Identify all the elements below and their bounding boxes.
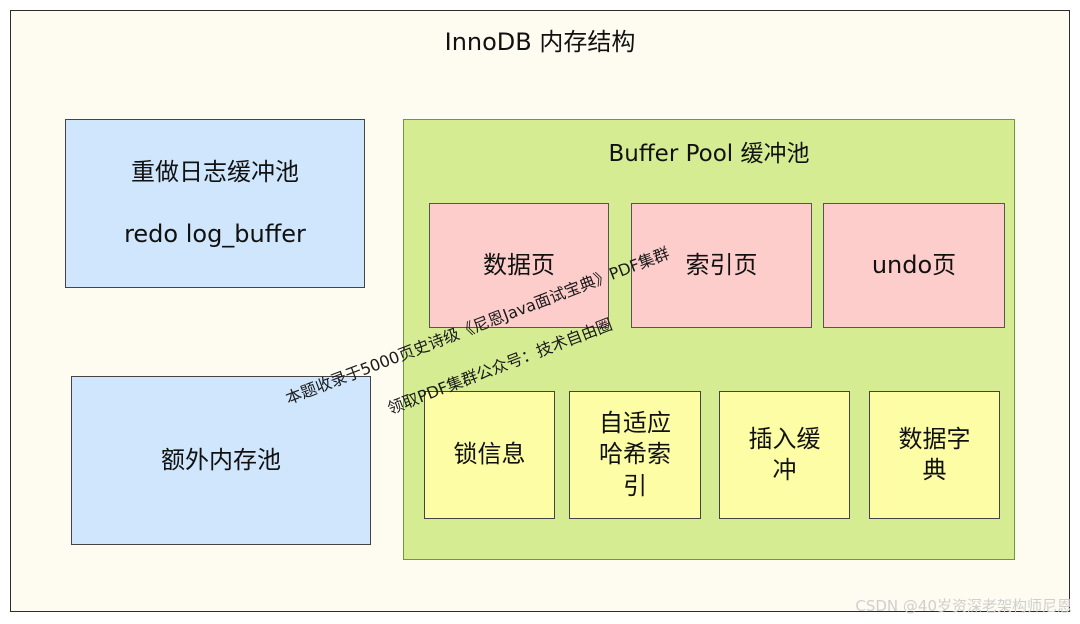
csdn-credit: CSDN @40岁资深老架构师尼恩	[855, 597, 1072, 615]
redo-log-buffer-en: redo log_buffer	[124, 220, 306, 249]
undo-page-box: undo页	[823, 203, 1005, 328]
adaptive-hash-index-box: 自适应 哈希索 引	[569, 391, 701, 519]
extra-memory-pool-label: 额外内存池	[161, 445, 281, 474]
data-dictionary-label: 数据字 典	[898, 424, 971, 484]
adaptive-hash-index-label: 自适应 哈希索 引	[599, 409, 671, 500]
insert-buffer-label: 插入缓 冲	[748, 424, 821, 484]
data-page-label: 数据页	[483, 250, 555, 279]
redo-log-buffer-box: 重做日志缓冲池 redo log_buffer	[65, 119, 365, 288]
extra-memory-pool-box: 额外内存池	[71, 376, 371, 545]
data-dictionary-box: 数据字 典	[869, 391, 1000, 519]
redo-log-buffer-cn: 重做日志缓冲池	[130, 157, 299, 186]
buffer-pool-title: Buffer Pool 缓冲池	[608, 141, 810, 167]
lock-info-label: 锁信息	[453, 440, 526, 469]
index-page-box: 索引页	[631, 203, 812, 328]
insert-buffer-box: 插入缓 冲	[719, 391, 850, 519]
data-page-box: 数据页	[429, 203, 609, 328]
index-page-label: 索引页	[685, 250, 758, 279]
lock-info-box: 锁信息	[424, 391, 555, 519]
undo-page-label: undo页	[871, 250, 957, 279]
diagram-title: InnoDB 内存结构	[444, 28, 636, 56]
